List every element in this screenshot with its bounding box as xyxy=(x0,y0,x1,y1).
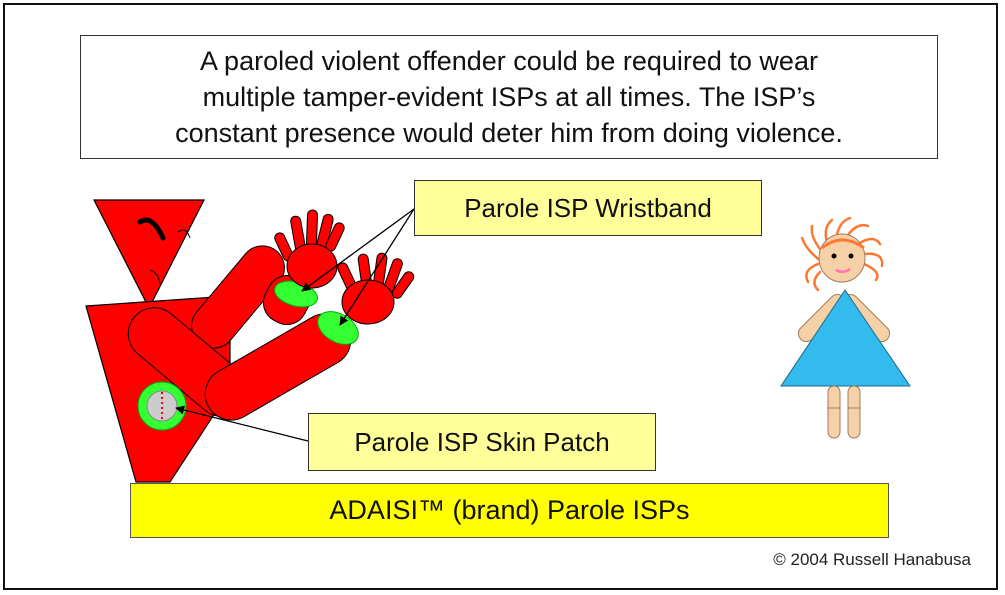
wristband-label: Parole ISP Wristband xyxy=(414,180,762,236)
girl-leg-right xyxy=(847,385,861,439)
brand-bar: ADAISI™ (brand) Parole ISPs xyxy=(130,483,889,538)
skin-patch-arrow xyxy=(175,405,309,442)
skin-patch xyxy=(137,381,187,431)
caption-line: constant presence would deter him from d… xyxy=(175,118,843,148)
girl-eye-left xyxy=(831,253,837,259)
girl-dress xyxy=(780,289,911,387)
offender-mouth xyxy=(149,269,161,285)
offender-hand-back xyxy=(274,209,345,289)
skin-patch-label: Parole ISP Skin Patch xyxy=(308,413,656,471)
girl-head xyxy=(818,233,866,283)
copyright-notice: © 2004 Russell Hanabusa xyxy=(773,550,971,569)
girl-mouth xyxy=(835,267,851,273)
girl-eye-right xyxy=(848,253,854,259)
caption-box: A paroled violent offender could be requ… xyxy=(80,35,938,159)
girl-leg-left xyxy=(827,385,841,439)
caption-line: A paroled violent offender could be requ… xyxy=(200,46,818,76)
wristband-arrow-right xyxy=(339,208,415,326)
offender-figure xyxy=(85,199,415,483)
offender-head xyxy=(93,199,205,310)
wristband-arrow-left xyxy=(301,208,415,292)
pointer-arrows xyxy=(175,208,415,442)
caption-line: multiple tamper-evident ISPs at all time… xyxy=(202,82,816,112)
offender-ear xyxy=(177,229,191,239)
offender-eyebrow xyxy=(137,217,166,241)
girl-figure xyxy=(780,216,911,439)
